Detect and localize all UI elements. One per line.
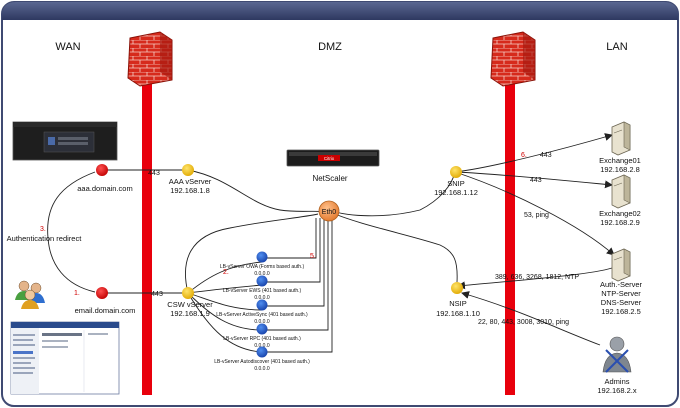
admin-user-icon <box>602 336 632 373</box>
wan-firewall-pole <box>142 75 152 395</box>
csw-vserver-node <box>182 287 194 299</box>
csw-vserver-ip: 192.168.1.9 <box>170 309 210 318</box>
port-wan-email: 443 <box>151 291 163 298</box>
lb-vserver-ews: LB-vServer EWS (401 based auth.) 0.0.0.0 <box>223 275 302 301</box>
lb-activesync-ip: 0.0.0.0 <box>254 319 270 325</box>
aaa-domain-label: aaa.domain.com <box>77 184 132 193</box>
users-group-icon <box>15 280 45 309</box>
nsip-name: NSIP <box>449 299 467 308</box>
lb-autodiscover-ip: 0.0.0.0 <box>254 366 270 372</box>
step-3: 3. <box>40 226 46 233</box>
login-screenshot-thumbnail <box>12 121 118 161</box>
snip-name: SNIP <box>447 179 465 188</box>
step-5: 5. <box>310 253 316 260</box>
lb-owa-ip: 0.0.0.0 <box>254 271 270 277</box>
auth-server-line3: DNS-Server <box>601 298 642 307</box>
admins-name: Admins <box>604 377 629 386</box>
aaa-vserver-node <box>182 164 194 176</box>
zone-dmz: DMZ <box>318 41 342 53</box>
port-to-auth: 53, ping <box>524 212 549 219</box>
auth-server-line2: NTP-Server <box>601 289 641 298</box>
exchange02-name: Exchange02 <box>599 209 641 218</box>
lb-vserver-activesync: LB-vServer ActiveSync (401 based auth.) … <box>216 299 308 325</box>
port-to-exchange01: 443 <box>540 152 552 159</box>
lb-rpc-ip: 0.0.0.0 <box>254 343 270 349</box>
step-6: 6. <box>521 152 527 159</box>
lb-activesync-name: LB-vServer ActiveSync (401 based auth.) <box>216 312 308 318</box>
auth-server-ip: 192.168.2.5 <box>601 307 641 316</box>
lb-ews-name: LB-vServer EWS (401 based auth.) <box>223 288 302 294</box>
csw-vserver-name: CSW vServer <box>167 300 213 309</box>
auth-server-icon <box>611 248 631 282</box>
admins-ip: 192.168.2.x <box>597 386 636 395</box>
zone-wan: WAN <box>55 41 80 53</box>
netscaler-label: NetScaler <box>312 174 347 183</box>
lb-vserver-rpc: LB-vServer RPC (401 based auth.) 0.0.0.0 <box>223 323 301 349</box>
exchange02-ip: 192.168.2.9 <box>600 218 640 227</box>
port-admin-access: 22, 80, 443, 3008, 3010, ping <box>478 319 569 326</box>
connections <box>47 133 615 353</box>
aaa-vserver-ip: 192.168.1.8 <box>170 186 210 195</box>
lb-vserver-owa: LB-vServer OWA (Forms based auth.) 0.0.0… <box>220 251 305 277</box>
netscaler-brand: Citrix <box>324 156 335 161</box>
lan-firewall-icon <box>490 31 536 87</box>
lb-rpc-name: LB-vServer RPC (401 based auth.) <box>223 336 301 342</box>
outlook-web-thumbnail <box>10 321 120 395</box>
lan-firewall-pole <box>505 75 515 395</box>
exchange02-server-icon <box>611 174 631 209</box>
eth0-label: Eth0 <box>322 209 337 216</box>
netscaler-appliance <box>286 149 380 167</box>
port-wan-aaa: 443 <box>148 170 160 177</box>
port-auth-services: 389, 636, 3268, 1812, NTP <box>495 274 579 281</box>
lb-ews-ip: 0.0.0.0 <box>254 295 270 301</box>
zone-lan: LAN <box>606 41 627 53</box>
snip-ip: 192.168.1.12 <box>434 188 478 197</box>
lb-autodiscover-name: LB-vServer Autodiscover (401 based auth.… <box>214 359 310 365</box>
email-domain-label: email.domain.com <box>75 306 136 315</box>
step-2: 2. <box>223 269 229 276</box>
auth-server-line1: Auth.-Server <box>600 280 643 289</box>
frame-header <box>2 2 678 20</box>
nsip-ip: 192.168.1.10 <box>436 309 480 318</box>
exchange01-name: Exchange01 <box>599 156 641 165</box>
aaa-domain-node <box>96 164 108 176</box>
exchange01-server-icon <box>611 121 631 156</box>
snip-node <box>450 166 462 178</box>
exchange01-ip: 192.168.2.8 <box>600 165 640 174</box>
port-to-exchange02: 443 <box>530 177 542 184</box>
auth-redirect-label: Authentication redirect <box>7 234 83 243</box>
email-domain-node <box>96 287 108 299</box>
step-1: 1. <box>74 290 80 297</box>
lb-to-eth0-lines <box>266 218 333 353</box>
nsip-node <box>451 282 463 294</box>
lb-owa-name: LB-vServer OWA (Forms based auth.) <box>220 264 305 270</box>
eth0-interface <box>318 200 340 222</box>
wan-firewall-icon <box>127 31 173 87</box>
aaa-vserver-name: AAA vServer <box>169 177 212 186</box>
lb-vserver-autodiscover: LB-vServer Autodiscover (401 based auth.… <box>214 346 310 372</box>
